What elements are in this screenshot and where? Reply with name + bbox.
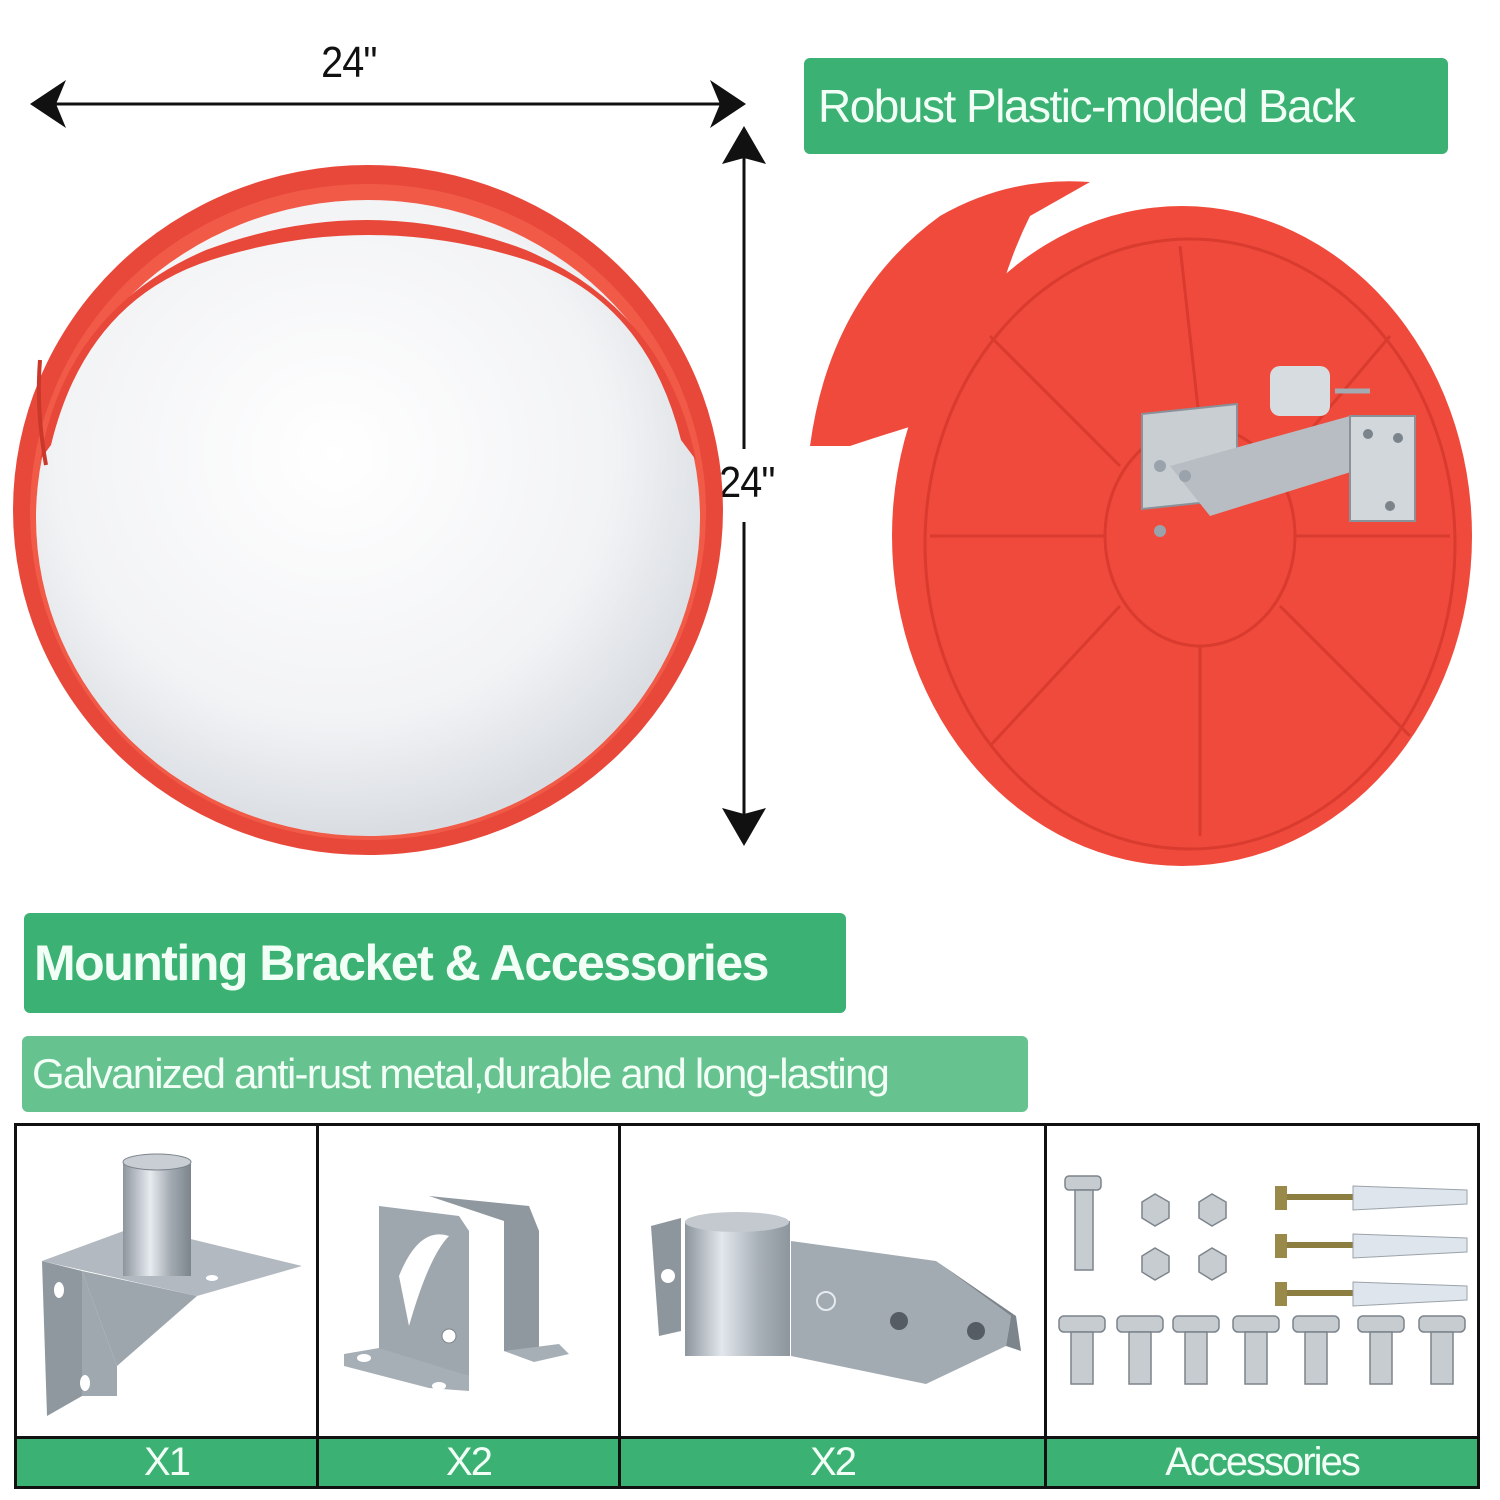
- accessories-title-text: Mounting Bracket & Accessories: [34, 935, 769, 991]
- accessories-images-row: [17, 1126, 1477, 1439]
- label-pipe-clamp-bracket: X2: [621, 1439, 1047, 1486]
- pole-mount-bracket-cell: [17, 1126, 319, 1436]
- mounting-bracket-icon: [1141, 366, 1416, 537]
- accessories-subtitle-text: Galvanized anti-rust metal,durable and l…: [32, 1050, 890, 1097]
- pipe-clamp-bracket-cell: [621, 1126, 1047, 1436]
- convex-mirror-front-image: [13, 165, 723, 855]
- accessories-subtitle-banner: Galvanized anti-rust metal,durable and l…: [22, 1036, 1028, 1112]
- u-bracket-cell: [319, 1126, 621, 1436]
- accessories-title-banner: Mounting Bracket & Accessories: [24, 913, 846, 1013]
- accessories-table: X1 X2 X2 Accessories: [14, 1123, 1480, 1489]
- accessories-hardware-cell: [1047, 1126, 1477, 1436]
- label-u-bracket: X2: [319, 1439, 621, 1486]
- mirror-back-image: [810, 181, 1472, 866]
- height-dimension-label: 24": [719, 458, 775, 507]
- screws-nuts-anchors-icon: [1058, 1175, 1468, 1385]
- label-accessories: Accessories: [1047, 1439, 1477, 1486]
- pole-mount-bracket-icon: [42, 1153, 302, 1416]
- horizontal-dimension-arrow-icon: [30, 80, 746, 128]
- width-dimension-label: 24": [321, 38, 377, 87]
- back-title-banner: Robust Plastic-molded Back: [804, 58, 1448, 154]
- label-pole-mount-bracket: X1: [17, 1439, 319, 1486]
- u-bracket-icon: [344, 1196, 569, 1391]
- back-title-text: Robust Plastic-molded Back: [818, 80, 1356, 132]
- pipe-clamp-bracket-icon: [651, 1212, 1021, 1384]
- vertical-dimension-arrow-icon: [722, 126, 766, 846]
- accessories-labels-row: X1 X2 X2 Accessories: [17, 1439, 1477, 1486]
